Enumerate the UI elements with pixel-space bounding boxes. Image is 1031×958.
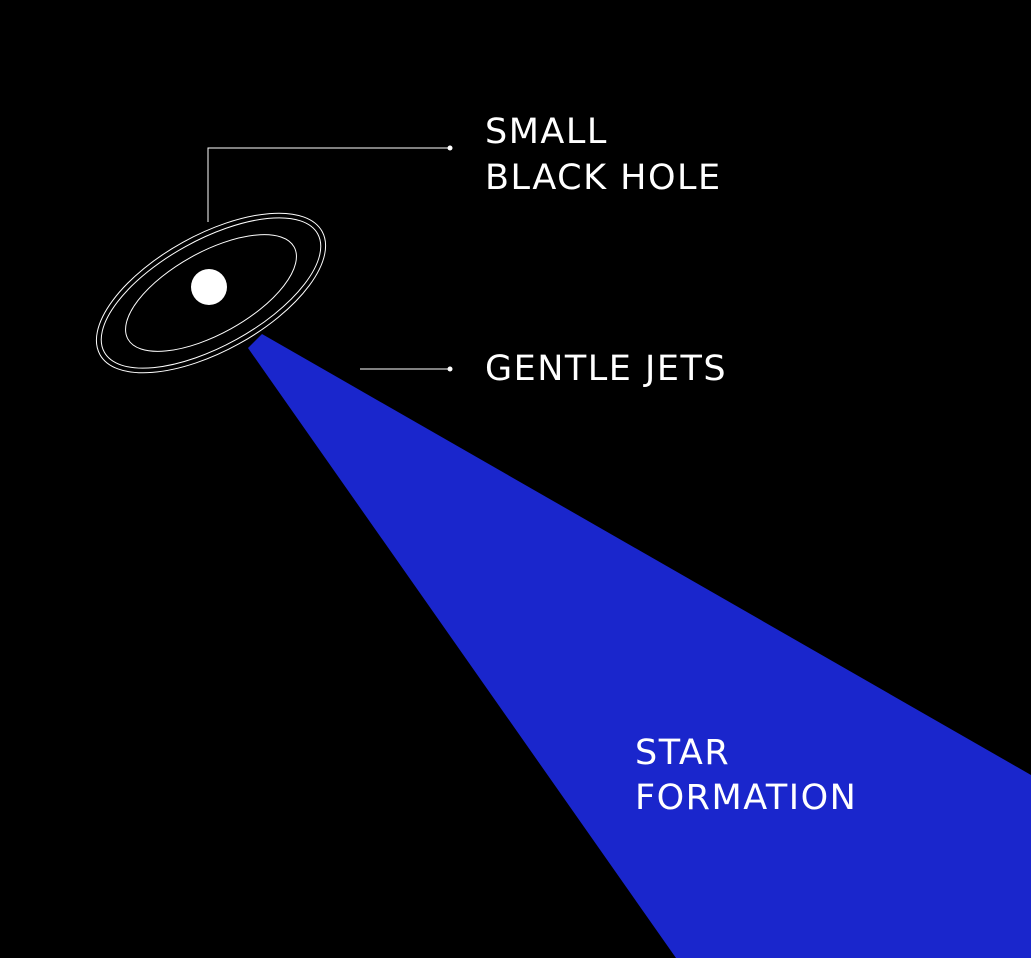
black-hole-label-line2: BLACK HOLE xyxy=(485,158,722,198)
star-formation-label-line2: FORMATION xyxy=(635,778,857,818)
jets-leader-dot xyxy=(447,366,453,372)
accretion-disk xyxy=(95,212,327,374)
black-hole-leader-line xyxy=(207,147,450,222)
black-hole-core xyxy=(191,269,227,305)
disk-outer-ring xyxy=(95,212,327,374)
black-hole-leader-dot xyxy=(447,145,453,151)
star-formation-label-line1: STAR xyxy=(635,733,730,773)
black-hole-label-line1: SMALL xyxy=(485,112,608,152)
disk-inner-ring xyxy=(125,234,297,352)
disk-middle-ring xyxy=(100,217,322,369)
jets-label: GENTLE JETS xyxy=(485,349,727,389)
jet-beam xyxy=(248,334,1031,958)
